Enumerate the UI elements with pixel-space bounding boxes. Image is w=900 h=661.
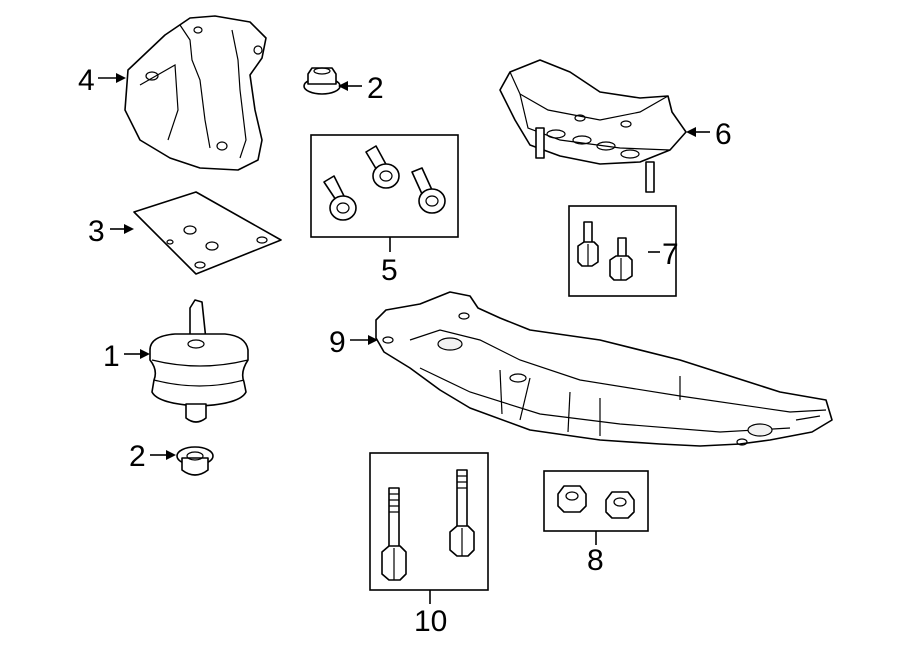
part-5-bolt-kit bbox=[310, 134, 459, 252]
callout-8: 8 bbox=[587, 544, 604, 577]
leader-2-bottom bbox=[150, 450, 176, 460]
callout-9: 9 bbox=[329, 326, 346, 359]
part-7-bolts bbox=[568, 205, 677, 297]
part-1-engine-mount bbox=[149, 299, 249, 423]
callout-2-top: 2 bbox=[367, 72, 384, 105]
part-4-bracket bbox=[124, 15, 267, 171]
part-6-trans-mount bbox=[499, 59, 687, 193]
callout-7: 7 bbox=[662, 238, 679, 271]
callout-2-bottom: 2 bbox=[129, 440, 146, 473]
part-10-long-bolts bbox=[369, 452, 489, 604]
part-8-nuts bbox=[543, 470, 649, 545]
leader-2-top bbox=[338, 81, 362, 91]
part-2-nut-bottom bbox=[176, 446, 214, 476]
callout-10: 10 bbox=[414, 605, 447, 638]
callout-6: 6 bbox=[715, 118, 732, 151]
callout-4: 4 bbox=[78, 64, 95, 97]
leader-3 bbox=[110, 224, 134, 234]
callout-5: 5 bbox=[381, 254, 398, 287]
leader-1 bbox=[124, 349, 150, 359]
callout-1: 1 bbox=[103, 340, 120, 373]
part-9-crossmember bbox=[375, 291, 833, 447]
part-3-plate bbox=[133, 191, 282, 275]
leader-6 bbox=[686, 127, 710, 137]
leader-9 bbox=[350, 335, 378, 345]
part-2-nut-top bbox=[303, 67, 341, 95]
leader-4 bbox=[98, 73, 126, 83]
callout-3: 3 bbox=[88, 215, 105, 248]
